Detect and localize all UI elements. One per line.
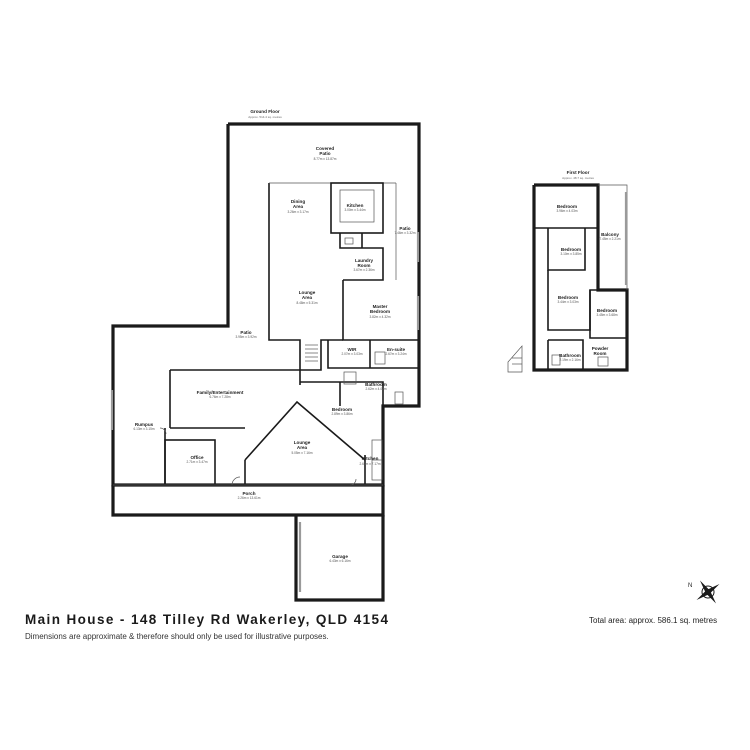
svg-text:Rumpus: Rumpus: [135, 422, 154, 427]
svg-text:Family/Entertainment: Family/Entertainment: [197, 390, 244, 395]
ground-floor-area: Approx. 514.4 sq. metres: [248, 115, 282, 119]
svg-text:Garage: Garage: [332, 554, 348, 559]
svg-text:Kitchen: Kitchen: [362, 456, 379, 461]
listing-title: Main House - 148 Tilley Rd Wakerley, QLD…: [25, 612, 390, 627]
room-bathroom-ground: Bathroom 2.62m x 4.07m: [365, 382, 387, 391]
svg-text:3.26m x 3.17m: 3.26m x 3.17m: [287, 210, 308, 214]
svg-text:Patio: Patio: [399, 226, 410, 231]
svg-text:7.45m x 2.21m: 7.45m x 2.21m: [599, 237, 620, 241]
room-balcony: Balcony 7.45m x 2.21m: [599, 232, 620, 241]
room-porch: Porch 2.26m x 13.61m: [238, 491, 261, 500]
svg-text:3.10m x 3.85m: 3.10m x 3.85m: [560, 252, 581, 256]
room-garage: Garage 6.43m x 6.16m: [329, 554, 350, 563]
svg-text:Master: Master: [373, 304, 388, 309]
svg-text:3.45m x 3.68m: 3.45m x 3.68m: [596, 313, 617, 317]
room-laundry: Laundry Room 3.67m x 2.36m: [353, 258, 374, 272]
room-master-bedroom: Master Bedroom 3.82m x 4.32m: [369, 304, 390, 319]
svg-text:3.67m x 2.36m: 3.67m x 2.36m: [353, 268, 374, 272]
ground-floor-lower-wall: [111, 485, 385, 517]
svg-text:6.13m x 3.15m: 6.13m x 3.15m: [133, 427, 154, 431]
svg-text:2.26m x 13.61m: 2.26m x 13.61m: [238, 496, 261, 500]
room-bedroom-ground: Bedroom 2.89m x 3.86m: [331, 407, 352, 416]
svg-text:Dining: Dining: [291, 199, 305, 204]
svg-text:3.96m x 4.03m: 3.96m x 4.03m: [556, 209, 577, 213]
svg-text:Bedroom: Bedroom: [561, 247, 581, 252]
svg-text:8.48m x 5.31m: 8.48m x 5.31m: [296, 301, 317, 305]
svg-text:Patio: Patio: [240, 330, 251, 335]
svg-text:Covered: Covered: [316, 146, 335, 151]
total-area: Total area: approx. 586.1 sq. metres: [589, 616, 718, 625]
room-kitchen-2: Kitchen 2.65m x 7.17m: [359, 456, 380, 466]
room-kitchen-main: Kitchen 3.00m x 3.44m: [344, 203, 365, 212]
room-patio-right: Patio 7.46m x 3.32m: [394, 226, 415, 235]
svg-text:Lounge: Lounge: [294, 440, 311, 445]
room-family: Family/Entertainment 6.76m x 7.28m: [197, 390, 244, 399]
room-lounge-2: Lounge Area 5.05m x 7.16m: [291, 440, 312, 455]
room-rumpus: Rumpus 6.13m x 3.15m: [133, 422, 154, 431]
svg-text:5.05m x 7.16m: 5.05m x 7.16m: [291, 451, 312, 455]
first-floor-area: Approx. 48.7 sq. metres: [562, 176, 594, 180]
svg-text:2.89m x 3.86m: 2.89m x 3.86m: [331, 412, 352, 416]
svg-text:6.43m x 6.16m: 6.43m x 6.16m: [329, 559, 350, 563]
room-patio-left: Patio 3.95m x 3.92m: [235, 330, 256, 339]
svg-text:2.19m x 2.16m: 2.19m x 2.16m: [559, 358, 580, 362]
svg-text:3.95m x 3.92m: 3.95m x 3.92m: [235, 335, 256, 339]
svg-text:En-suite: En-suite: [387, 347, 406, 352]
room-wir: WIR 2.07m x 3.03m: [341, 347, 362, 356]
svg-text:Office: Office: [190, 455, 203, 460]
first-floor-label: First Floor: [567, 170, 590, 175]
svg-text:2.67m x 3.24m: 2.67m x 3.24m: [385, 352, 406, 356]
svg-text:Porch: Porch: [242, 491, 255, 496]
svg-text:Bedroom: Bedroom: [370, 309, 390, 314]
svg-text:Room: Room: [593, 351, 606, 356]
svg-text:Area: Area: [302, 295, 313, 300]
ground-floor-plan: [110, 122, 421, 602]
svg-text:Bedroom: Bedroom: [332, 407, 352, 412]
svg-text:Bedroom: Bedroom: [557, 204, 577, 209]
svg-text:Balcony: Balcony: [601, 232, 619, 237]
garage-wall: [294, 515, 385, 602]
svg-text:Powder: Powder: [592, 346, 609, 351]
room-bedroom-f3: Bedroom 3.44m x 3.03m: [557, 295, 578, 304]
svg-text:Bedroom: Bedroom: [558, 295, 578, 300]
svg-text:Bathroom: Bathroom: [365, 382, 387, 387]
room-lounge-main: Lounge Area 8.48m x 5.31m: [296, 290, 317, 305]
svg-text:Lounge: Lounge: [299, 290, 316, 295]
svg-text:2.71m x 3.47m: 2.71m x 3.47m: [186, 460, 207, 464]
svg-text:8.77m x 13.87m: 8.77m x 13.87m: [314, 157, 337, 161]
svg-text:WIR: WIR: [348, 347, 358, 352]
svg-text:2.65m x 7.17m: 2.65m x 7.17m: [359, 462, 380, 466]
room-bedroom-f2: Bedroom 3.10m x 3.85m: [560, 247, 581, 256]
north-arrow-icon: [696, 580, 720, 604]
room-powder: Powder Room: [592, 346, 609, 356]
room-dining: Dining Area 3.26m x 3.17m: [287, 199, 308, 214]
svg-text:2.07m x 3.03m: 2.07m x 3.03m: [341, 352, 362, 356]
room-ensuite: En-suite 2.67m x 3.24m: [385, 347, 406, 356]
svg-text:3.44m x 3.03m: 3.44m x 3.03m: [557, 300, 578, 304]
svg-text:7.46m x 3.32m: 7.46m x 3.32m: [394, 231, 415, 235]
svg-text:Kitchen: Kitchen: [347, 203, 364, 208]
disclaimer-text: Dimensions are approximate & therefore s…: [25, 632, 329, 641]
ground-floor-label: Ground Floor: [250, 109, 280, 114]
svg-text:2.62m x 4.07m: 2.62m x 4.07m: [365, 387, 386, 391]
room-office: Office 2.71m x 3.47m: [186, 455, 207, 464]
room-bathroom-first: Bathroom 2.19m x 2.16m: [559, 353, 581, 362]
svg-text:Bedroom: Bedroom: [597, 308, 617, 313]
svg-text:Area: Area: [297, 445, 308, 450]
svg-text:Laundry: Laundry: [355, 258, 374, 263]
svg-text:Room: Room: [357, 263, 370, 268]
svg-text:Area: Area: [293, 204, 304, 209]
room-covered-patio-name: Patio: [319, 151, 330, 156]
room-bedroom-f4: Bedroom 3.45m x 3.68m: [596, 308, 617, 317]
svg-text:3.00m x 3.44m: 3.00m x 3.44m: [344, 208, 365, 212]
room-bedroom-f1: Bedroom 3.96m x 4.03m: [556, 204, 577, 213]
first-floor-plan: [507, 183, 629, 373]
svg-text:Bathroom: Bathroom: [559, 353, 581, 358]
svg-text:6.76m x 7.28m: 6.76m x 7.28m: [209, 395, 230, 399]
room-covered-patio: Covered Patio 8.77m x 13.87m: [314, 146, 337, 161]
svg-text:3.82m x 4.32m: 3.82m x 4.32m: [369, 315, 390, 319]
north-letter: N: [688, 583, 692, 589]
